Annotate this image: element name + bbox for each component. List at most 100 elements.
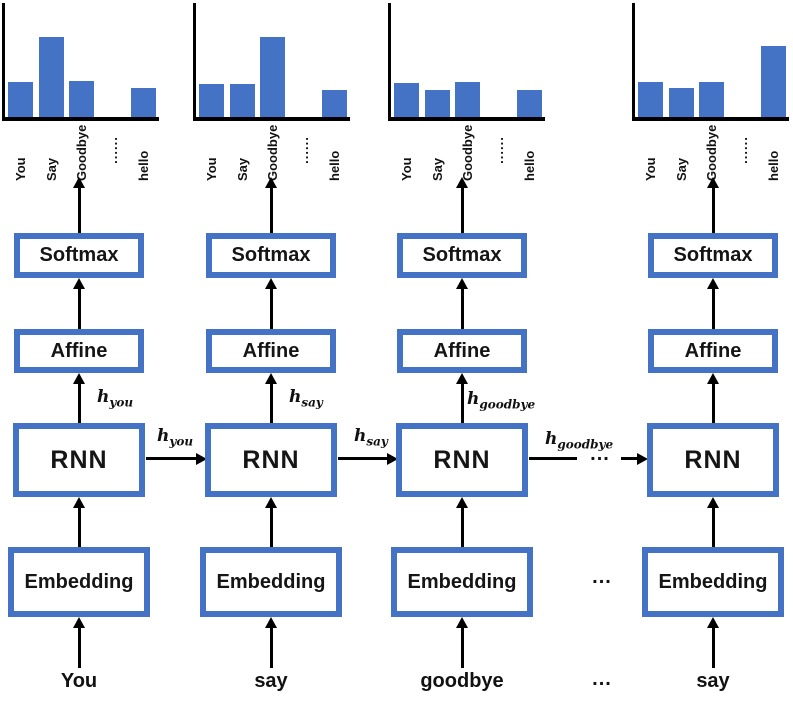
rnn-box-4: RNN bbox=[647, 423, 779, 497]
arrow-rnn-to-affine-3 bbox=[456, 373, 468, 423]
math-subscript: goodbye bbox=[557, 437, 614, 452]
probability-bar-hello bbox=[517, 90, 542, 117]
math-subscript: goodbye bbox=[479, 397, 536, 412]
probability-bar-say bbox=[669, 88, 694, 117]
input-word-3: goodbye bbox=[420, 670, 504, 692]
arrow-softmax-to-chart-4 bbox=[707, 177, 719, 233]
x-tick-label-say: Say bbox=[43, 157, 59, 181]
rnn-box-2: RNN bbox=[205, 423, 337, 497]
math-base: h bbox=[467, 389, 480, 409]
affine-box-3: Affine bbox=[397, 329, 527, 373]
rnn-label: RNN bbox=[50, 445, 108, 474]
affine-box-1: Affine bbox=[14, 329, 144, 373]
x-tick-label-goodbye: Goodbye bbox=[703, 124, 719, 181]
hidden-state-label-h-goodbye-horizontal: hgoodbye bbox=[545, 429, 613, 451]
ellipsis-input-row: ... bbox=[592, 668, 612, 690]
probability-bar-you bbox=[199, 84, 224, 117]
affine-label: Affine bbox=[433, 339, 491, 362]
embedding-label: Embedding bbox=[216, 570, 326, 593]
rnn-label: RNN bbox=[242, 445, 300, 474]
x-tick-label-you: You bbox=[12, 157, 28, 181]
rnn-label: RNN bbox=[684, 445, 742, 474]
input-word-2: say bbox=[254, 670, 288, 692]
math-subscript: say bbox=[301, 395, 323, 410]
embedding-box-4: Embedding bbox=[642, 547, 784, 617]
x-tick-label-hello: hello bbox=[521, 150, 537, 181]
softmax-box-1: Softmax bbox=[14, 233, 144, 278]
ellipsis-embedding-row: ... bbox=[592, 566, 612, 588]
probability-bar-goodbye bbox=[455, 82, 480, 117]
probability-bar-say bbox=[425, 90, 450, 117]
softmax-box-4: Softmax bbox=[648, 233, 778, 278]
arrow-affine-to-softmax-3 bbox=[456, 278, 468, 329]
softmax-label: Softmax bbox=[39, 244, 119, 266]
softmax-box-3: Softmax bbox=[397, 233, 527, 278]
hidden-state-label-h-goodbye-vertical: hgoodbye bbox=[467, 389, 535, 411]
arrow-rnn2-to-rnn3 bbox=[338, 452, 398, 465]
arrow-input-to-embedding-2 bbox=[265, 617, 277, 668]
x-tick-label-say: Say bbox=[429, 157, 445, 181]
softmax-label: Softmax bbox=[673, 244, 753, 266]
line-rnn3-out bbox=[529, 457, 577, 460]
x-tick-label-goodbye: Goodbye bbox=[264, 124, 280, 181]
math-base: h bbox=[157, 426, 170, 446]
embedding-box-1: Embedding bbox=[8, 547, 150, 617]
x-tick-label-goodbye: Goodbye bbox=[73, 124, 89, 181]
probability-bar-hello bbox=[131, 88, 156, 117]
arrow-embedding-to-rnn-1 bbox=[73, 497, 85, 547]
probability-bar-you bbox=[394, 83, 419, 117]
arrow-input-to-embedding-4 bbox=[707, 617, 719, 668]
math-base: h bbox=[97, 387, 110, 407]
arrow-rnn-to-affine-2 bbox=[265, 373, 277, 423]
hidden-state-label-h-you-horizontal: hyou bbox=[157, 426, 193, 448]
math-base: h bbox=[354, 426, 367, 446]
embedding-label: Embedding bbox=[407, 570, 517, 593]
probability-bar-you bbox=[638, 82, 663, 117]
math-subscript: say bbox=[366, 434, 388, 449]
x-tick-label-dotdotdotdotdotdot: ...... bbox=[295, 136, 311, 164]
arrow-affine-to-softmax-1 bbox=[73, 278, 85, 329]
x-tick-label-dotdotdotdotdotdot: ...... bbox=[104, 136, 120, 164]
arrow-softmax-to-chart-2 bbox=[265, 177, 277, 233]
x-tick-label-you: You bbox=[203, 157, 219, 181]
hidden-state-label-h-say-vertical: hsay bbox=[289, 387, 323, 409]
x-tick-label-you: You bbox=[642, 157, 658, 181]
probability-bar-say bbox=[230, 84, 255, 117]
rnn-box-1: RNN bbox=[13, 423, 145, 497]
ellipsis-hidden-row: ... bbox=[590, 443, 610, 465]
math-subscript: you bbox=[169, 434, 194, 449]
math-subscript: you bbox=[109, 395, 134, 410]
arrow-input-to-embedding-3 bbox=[456, 617, 468, 668]
arrow-rnn1-to-rnn2 bbox=[146, 452, 207, 465]
arrow-affine-to-softmax-4 bbox=[707, 278, 719, 329]
probability-bar-goodbye bbox=[69, 81, 94, 117]
probability-bar-hello bbox=[322, 90, 347, 117]
probability-bar-you bbox=[8, 82, 33, 117]
x-tick-label-say: Say bbox=[673, 157, 689, 181]
arrow-softmax-to-chart-1 bbox=[73, 177, 85, 233]
math-base: h bbox=[545, 429, 558, 449]
x-tick-label-goodbye: Goodbye bbox=[459, 124, 475, 181]
x-tick-label-hello: hello bbox=[326, 150, 342, 181]
rnn-label: RNN bbox=[433, 445, 491, 474]
x-tick-label-dotdotdotdotdotdot: ...... bbox=[734, 136, 750, 164]
input-word-1: You bbox=[60, 670, 98, 692]
affine-box-4: Affine bbox=[648, 329, 778, 373]
probability-bar-goodbye bbox=[260, 37, 285, 117]
embedding-label: Embedding bbox=[658, 570, 768, 593]
input-word-4: say bbox=[696, 670, 730, 692]
probability-bar-goodbye bbox=[699, 82, 724, 117]
affine-label: Affine bbox=[684, 339, 742, 362]
arrow-affine-to-softmax-2 bbox=[265, 278, 277, 329]
x-tick-label-dotdotdotdotdotdot: ...... bbox=[490, 136, 506, 164]
arrow-rnn-to-affine-4 bbox=[707, 373, 719, 423]
affine-label: Affine bbox=[242, 339, 300, 362]
hidden-state-label-h-say-horizontal: hsay bbox=[354, 426, 388, 448]
arrow-input-to-embedding-1 bbox=[73, 617, 85, 668]
affine-label: Affine bbox=[50, 339, 108, 362]
